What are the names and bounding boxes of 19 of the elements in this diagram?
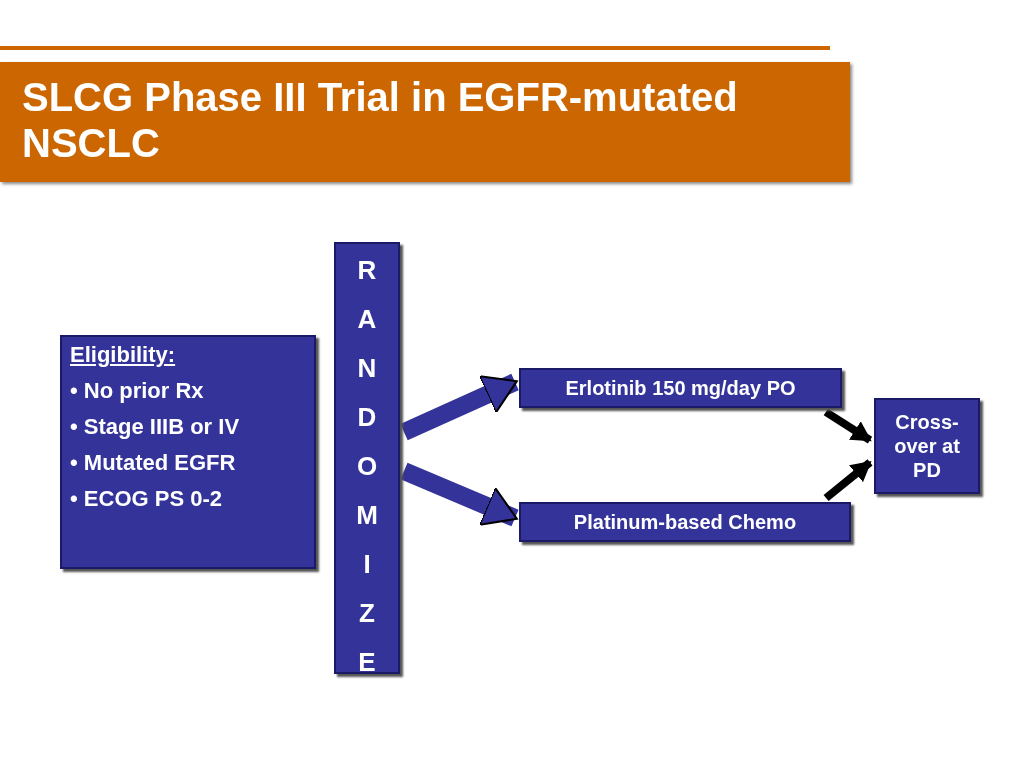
- process-box: [519, 368, 842, 408]
- list-item: • No prior Rx: [70, 379, 205, 403]
- vertical-label: RANDOMIZE: [355, 254, 379, 679]
- process-box: [334, 242, 400, 674]
- list-item: • Mutated EGFR: [70, 451, 237, 475]
- process-box: [874, 398, 980, 494]
- box-label: Erlotinib 150 mg/day PO: [564, 376, 797, 400]
- list-item: • Stage IIIB or IV: [70, 415, 241, 439]
- arrow: [400, 373, 519, 441]
- arrow: [823, 408, 873, 444]
- arrow: [400, 462, 519, 527]
- box-label: Cross-over at PD: [893, 410, 961, 482]
- box-label: Platinum-based Chemo: [572, 510, 798, 534]
- arrow: [823, 459, 873, 502]
- title: SLCG Phase III Trial in EGFR-mutated NSCLC: [21, 74, 739, 166]
- process-box: [519, 502, 851, 542]
- heading: Eligibility:: [70, 343, 177, 367]
- list-item: • ECOG PS 0-2: [70, 487, 223, 511]
- process-box: [60, 335, 316, 569]
